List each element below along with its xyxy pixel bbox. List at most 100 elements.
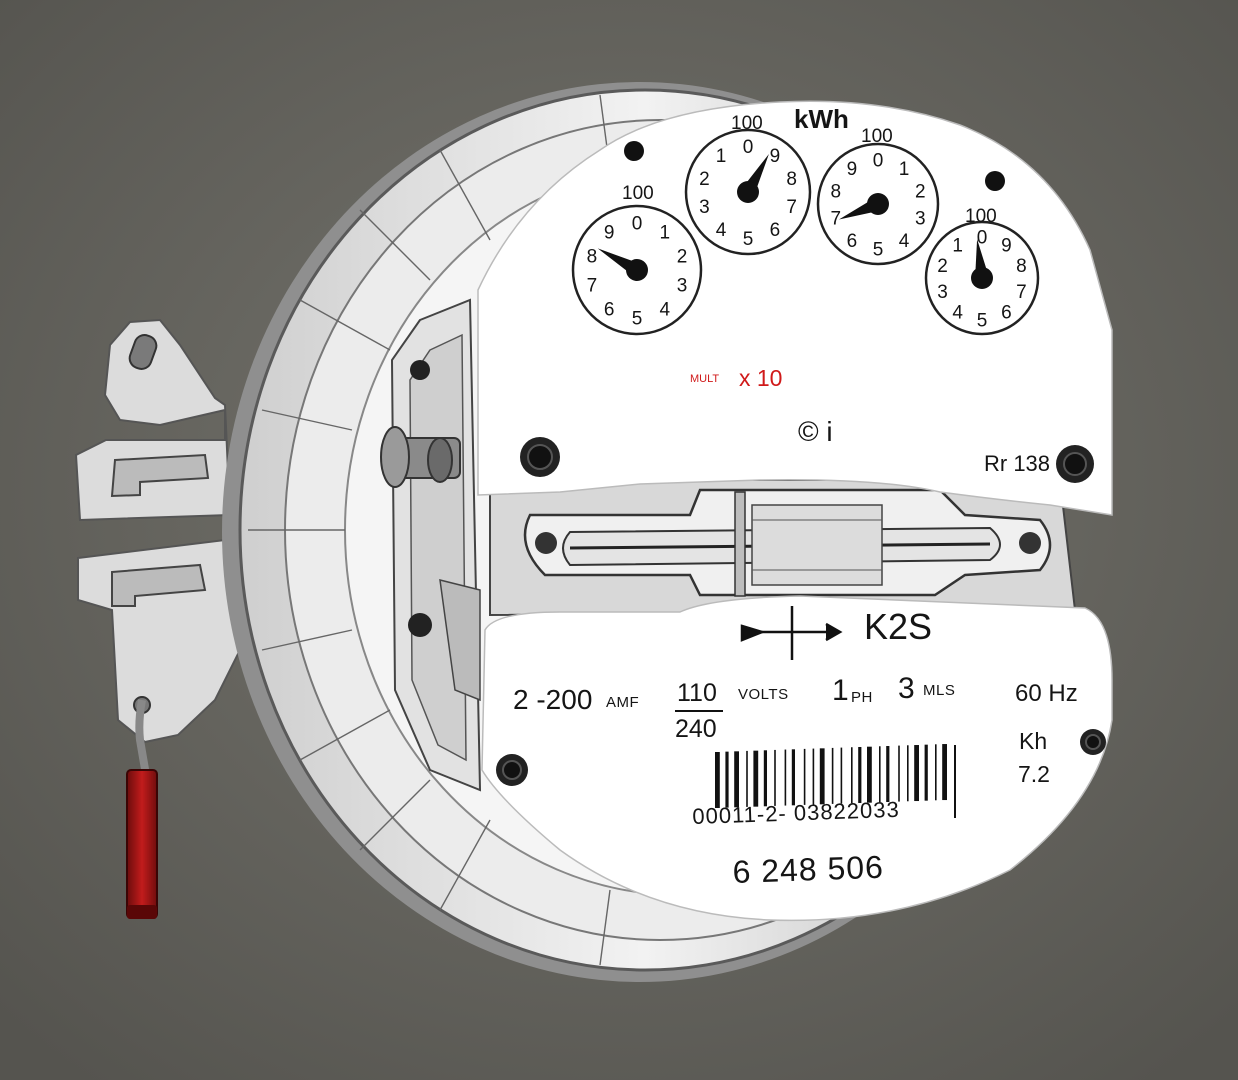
unit-label: kWh xyxy=(794,104,849,134)
dial-number: 1 xyxy=(952,235,963,256)
wire-unit: MLS xyxy=(923,682,956,699)
barcode-bar xyxy=(734,751,739,808)
volts-divider xyxy=(675,710,723,712)
barcode-bar xyxy=(803,748,806,805)
barcode-bar xyxy=(746,750,748,807)
dial-label: 100 xyxy=(622,183,654,204)
dial-hub xyxy=(867,193,889,215)
type-code: K2S xyxy=(864,606,933,647)
bottom-faceplate xyxy=(481,595,1113,922)
dial-number: 8 xyxy=(1016,256,1027,277)
dial-hub xyxy=(737,181,759,203)
screw-icon xyxy=(408,141,1106,786)
dial-number: 9 xyxy=(604,223,615,244)
dial-label: 100 xyxy=(861,126,893,147)
barcode-bar xyxy=(935,744,937,801)
seal-handle[interactable] xyxy=(126,699,158,919)
dial-number: 6 xyxy=(847,231,858,252)
barcode-bar xyxy=(879,746,881,803)
rotor-window xyxy=(489,479,1077,617)
top-faceplate xyxy=(477,100,1113,516)
dial-number: 6 xyxy=(604,299,615,320)
dial-number: 3 xyxy=(915,209,926,230)
dial-number: 3 xyxy=(699,197,710,218)
barcode-bar xyxy=(886,746,890,803)
dial-number: 2 xyxy=(677,246,688,267)
barcode-bar xyxy=(819,748,825,805)
dial-number: 2 xyxy=(937,256,948,277)
dial-number: 4 xyxy=(716,220,727,241)
dial-number: 3 xyxy=(677,276,688,297)
dial-number: 2 xyxy=(699,169,710,190)
maker-mark: © i xyxy=(798,416,833,447)
dial-number: 9 xyxy=(770,146,781,167)
volts-top: 110 xyxy=(677,679,717,707)
barcode-bar xyxy=(898,745,900,802)
dial-number: 0 xyxy=(873,151,884,172)
dial-number: 4 xyxy=(899,231,910,252)
dial-number: 0 xyxy=(743,137,754,158)
amps-unit: AMF xyxy=(606,694,640,711)
barcode-bar xyxy=(907,745,909,802)
dial-number: 0 xyxy=(977,228,988,249)
frequency: 60 Hz xyxy=(1015,680,1078,707)
dial-number: 7 xyxy=(1016,282,1027,303)
dial-number: 8 xyxy=(587,246,598,267)
dial-number: 0 xyxy=(632,214,643,235)
barcode-bar xyxy=(942,744,947,801)
dial-number: 9 xyxy=(847,159,858,180)
register-ratio: Rr 138 xyxy=(984,451,1051,476)
dial-number: 1 xyxy=(716,146,727,167)
dial-number: 5 xyxy=(743,229,754,250)
dial-number: 5 xyxy=(873,239,884,260)
multiplier-value: x 10 xyxy=(739,365,783,391)
barcode-bar xyxy=(831,747,834,804)
phase-value: 1 xyxy=(832,674,849,707)
dial-number: 8 xyxy=(786,169,797,190)
dial-number: 8 xyxy=(830,181,841,202)
mounting-bracket-top xyxy=(74,318,232,522)
barcode-bar xyxy=(763,750,767,807)
barcode-bar xyxy=(840,747,843,804)
dial-number: 4 xyxy=(952,303,963,324)
barcode-bar xyxy=(867,746,872,803)
barcode-bar xyxy=(753,750,759,807)
volts-bottom: 240 xyxy=(675,715,717,743)
volts-unit: VOLTS xyxy=(738,686,789,703)
barcode-icon xyxy=(715,744,947,808)
dial-number: 5 xyxy=(977,310,988,331)
dial-number: 4 xyxy=(660,299,671,320)
dial-number: 2 xyxy=(915,181,926,202)
serial-number: 6 248 506 xyxy=(731,848,885,890)
barcode-bar xyxy=(914,745,919,802)
dial-number: 6 xyxy=(1001,303,1012,324)
dial-number: 7 xyxy=(830,209,841,230)
meter-mechanism xyxy=(380,298,482,792)
dial-number: 6 xyxy=(770,220,781,241)
barcode-bar xyxy=(924,744,928,801)
dial-hub xyxy=(626,259,648,281)
dial-hub xyxy=(971,267,993,289)
dial-number: 1 xyxy=(660,223,671,244)
dial-number: 7 xyxy=(786,197,797,218)
barcode-bar xyxy=(851,747,853,804)
dial-label: 100 xyxy=(965,206,997,227)
dial-number: 3 xyxy=(937,282,948,303)
barcode-bar xyxy=(812,748,815,805)
kh-value: 7.2 xyxy=(1018,761,1050,787)
kh-label: Kh xyxy=(1019,728,1048,754)
barcode-bar xyxy=(774,749,776,806)
dial-number: 7 xyxy=(587,276,598,297)
barcode-bar xyxy=(784,749,787,806)
dial-number: 9 xyxy=(1001,235,1012,256)
barcode-bar xyxy=(725,751,729,808)
barcode-bar xyxy=(715,752,720,808)
dial-label: 100 xyxy=(731,113,763,134)
dial-number: 1 xyxy=(899,159,910,180)
direction-arrow-icon xyxy=(740,606,843,660)
wire-value: 3 xyxy=(898,672,915,705)
